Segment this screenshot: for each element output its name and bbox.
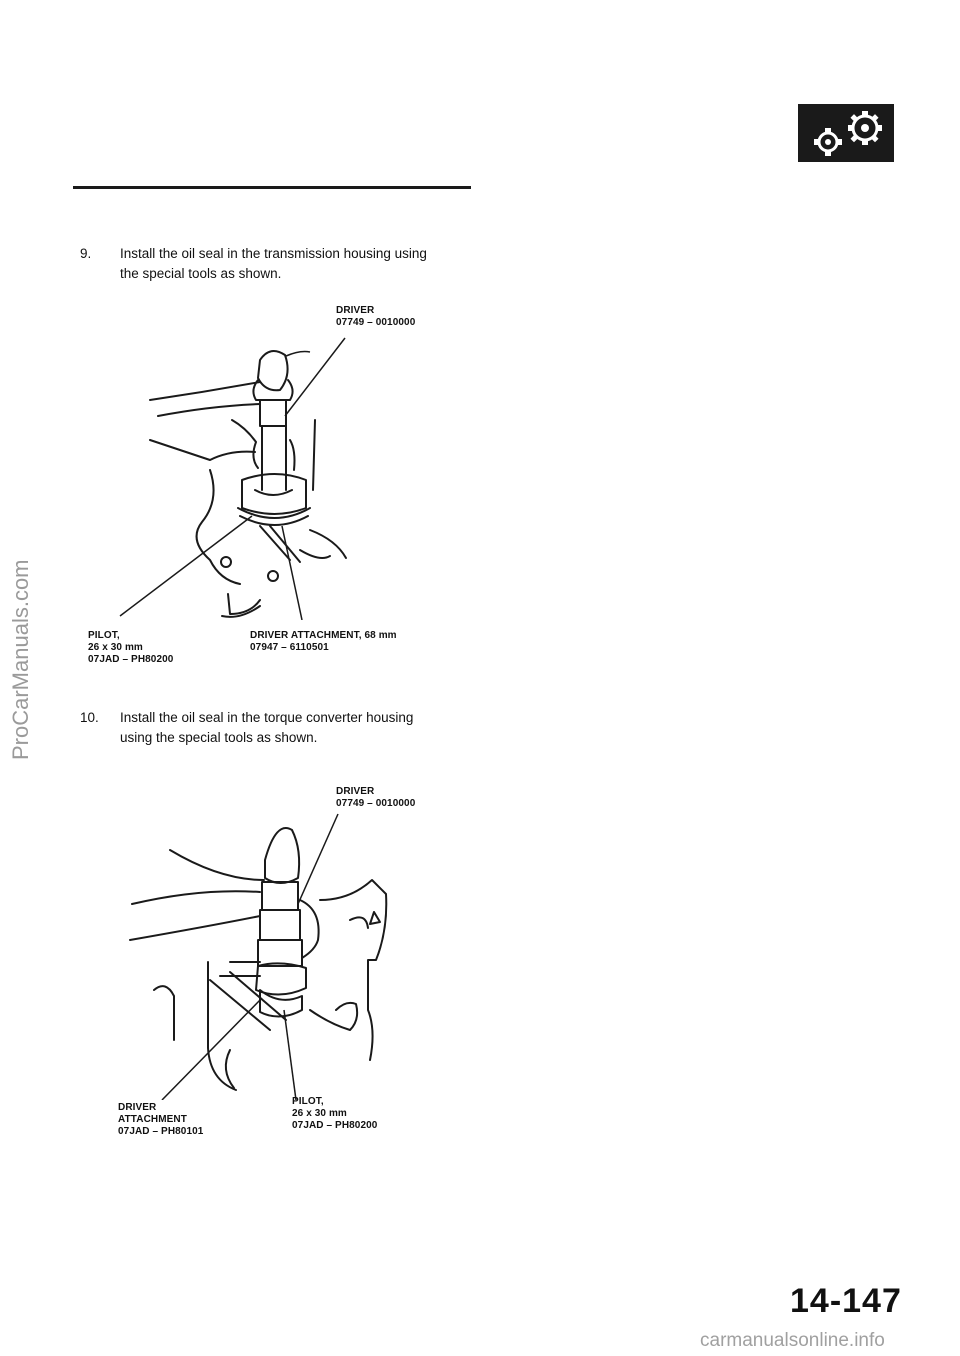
callout-name: PILOT, <box>88 630 120 641</box>
callout-name: DRIVER <box>336 786 375 797</box>
step-text-line: using the special tools as shown. <box>120 730 318 745</box>
watermark-left: ProCarManuals.com <box>8 559 33 760</box>
callout-name: DRIVER ATTACHMENT, 68 mm <box>250 630 397 641</box>
callout-part-number: 07947 – 6110501 <box>250 642 329 653</box>
figure-transmission-housing-seal <box>119 337 347 620</box>
callout-part-number: 07JAD – PH80101 <box>118 1126 204 1137</box>
step-text-line: Install the oil seal in the transmission… <box>120 246 427 261</box>
step-10: 10. Install the oil seal in the torque c… <box>80 708 470 750</box>
callout-driver-fig2: DRIVER 07749 – 0010000 <box>336 786 415 810</box>
step-text: Install the oil seal in the transmission… <box>120 244 480 284</box>
callout-name: DRIVER <box>336 305 375 316</box>
step-9: 9. Install the oil seal in the transmiss… <box>80 244 470 286</box>
section-divider <box>73 186 471 189</box>
callout-attachment-fig2: DRIVER ATTACHMENT 07JAD – PH80101 <box>118 1102 203 1138</box>
callout-part-number: 07JAD – PH80200 <box>292 1120 378 1131</box>
step-number: 10. <box>80 710 99 725</box>
callout-part-number: 07749 – 0010000 <box>336 317 416 328</box>
callout-name: DRIVER <box>118 1102 157 1113</box>
callout-name: PILOT, <box>292 1096 324 1107</box>
callout-attachment-fig1: DRIVER ATTACHMENT, 68 mm 07947 – 6110501 <box>250 630 397 654</box>
gears-icon <box>814 111 882 156</box>
step-text-line: Install the oil seal in the torque conve… <box>120 710 414 725</box>
callout-name: ATTACHMENT <box>118 1114 187 1125</box>
callout-driver-fig1: DRIVER 07749 – 0010000 <box>336 305 415 329</box>
callout-pilot-fig2: PILOT, 26 x 30 mm 07JAD – PH80200 <box>292 1096 377 1132</box>
callout-size: 26 x 30 mm <box>292 1108 347 1119</box>
callout-pilot-fig1: PILOT, 26 x 30 mm 07JAD – PH80200 <box>88 630 173 666</box>
callout-size: 26 x 30 mm <box>88 642 143 653</box>
step-text-line: the special tools as shown. <box>120 266 282 281</box>
step-number: 9. <box>80 246 92 261</box>
page-number: 14-147 <box>790 1282 902 1320</box>
section-gears-badge <box>798 104 894 162</box>
callout-part-number: 07749 – 0010000 <box>336 798 416 809</box>
step-text: Install the oil seal in the torque conve… <box>120 708 480 748</box>
watermark-bottom: carmanualsonline.info <box>700 1330 885 1351</box>
figure-torque-converter-housing-seal <box>129 813 388 1100</box>
callout-part-number: 07JAD – PH80200 <box>88 654 174 665</box>
